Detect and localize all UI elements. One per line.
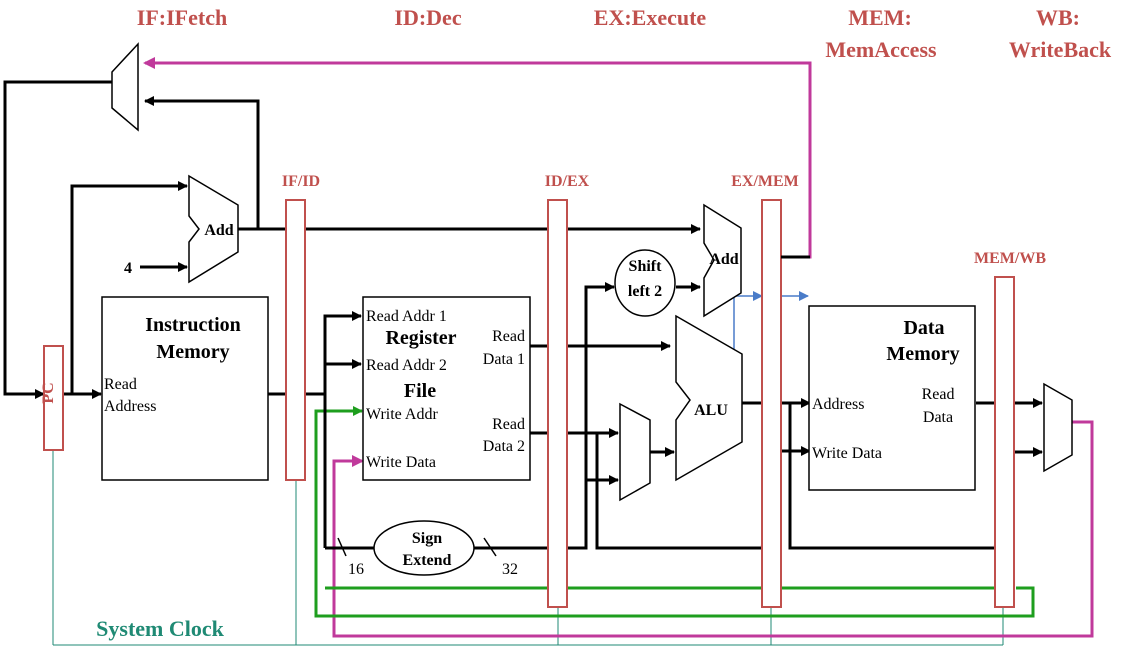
- data-memory-title-2: Memory: [886, 343, 959, 365]
- write-data-label: Write Data: [366, 454, 436, 471]
- bus-width-16: 16: [348, 561, 364, 578]
- pipeline-label-ex-mem: EX/MEM: [731, 173, 799, 190]
- shift-left-label-2: left 2: [628, 283, 662, 300]
- stage-label-wb-1: WB:: [1036, 5, 1080, 30]
- black-wires: [3, 80, 1043, 550]
- read-addr-1-label: Read Addr 1: [366, 308, 447, 325]
- stage-label-mem-1: MEM:: [848, 5, 912, 30]
- stage-label-id: ID:Dec: [394, 5, 461, 30]
- pc-adder: [188, 174, 239, 284]
- pc-label: PC: [40, 382, 57, 403]
- data-memory-read-2: Data: [923, 409, 953, 426]
- register-file-title-2: File: [404, 380, 436, 402]
- instruction-memory: [101, 296, 269, 481]
- data-memory-write-data: Write Data: [812, 445, 882, 462]
- instruction-memory-title-1: Instruction: [145, 314, 241, 336]
- bus-width-32: 32: [502, 561, 518, 578]
- stage-label-wb-2: WriteBack: [1009, 37, 1112, 62]
- read-data-1-label-2: Data 1: [483, 351, 525, 368]
- pipeline-register-mem-wb: [994, 276, 1015, 608]
- system-clock-label: System Clock: [96, 616, 224, 641]
- pipeline-register-id-ex: [547, 199, 568, 608]
- writeback-mux: [1043, 382, 1073, 473]
- constant-four: 4: [124, 260, 132, 277]
- pipeline-label-if-id: IF/ID: [282, 173, 320, 190]
- alu-label: ALU: [694, 402, 728, 419]
- pc-register: [43, 345, 64, 451]
- stage-label-ex: EX:Execute: [594, 5, 707, 30]
- data-memory: [808, 305, 976, 491]
- read-data-2-label-2: Data 2: [483, 438, 525, 455]
- pc-adder-label: Add: [204, 222, 233, 239]
- register-file: [362, 296, 531, 481]
- sign-extend: [373, 520, 475, 576]
- instruction-memory-title-2: Memory: [156, 341, 229, 363]
- sign-extend-label-2: Extend: [403, 552, 452, 569]
- pipeline-register-ex-mem: [761, 199, 782, 608]
- read-data-2-label-1: Read: [492, 416, 525, 433]
- data-memory-address: Address: [812, 396, 864, 413]
- pipeline-register-if-id: [285, 199, 306, 481]
- read-data-1-label-1: Read: [492, 328, 525, 345]
- instruction-memory-read: Read: [104, 376, 137, 393]
- pipeline-label-mem-wb: MEM/WB: [974, 250, 1046, 267]
- register-file-title-1: Register: [385, 327, 456, 349]
- alu: [675, 314, 743, 482]
- clock-wires: [52, 450, 1004, 646]
- write-addr-label: Write Addr: [366, 406, 438, 423]
- pc-mux: [111, 42, 139, 132]
- branch-adder-label: Add: [709, 251, 738, 268]
- pipeline-label-id-ex: ID/EX: [545, 173, 590, 190]
- sign-extend-label-1: Sign: [412, 530, 442, 547]
- read-addr-2-label: Read Addr 2: [366, 357, 447, 374]
- shift-left-2: [614, 249, 676, 317]
- stage-label-mem-2: MemAccess: [825, 37, 937, 62]
- branch-adder: [703, 203, 742, 318]
- shift-left-label-1: Shift: [629, 258, 663, 275]
- data-memory-read-1: Read: [922, 386, 955, 403]
- instruction-memory-address: Address: [104, 398, 156, 415]
- bus-ticks: [337, 537, 497, 557]
- alu-src-mux: [619, 402, 651, 502]
- stage-label-if: IF:IFetch: [137, 5, 227, 30]
- data-memory-title-1: Data: [903, 317, 944, 339]
